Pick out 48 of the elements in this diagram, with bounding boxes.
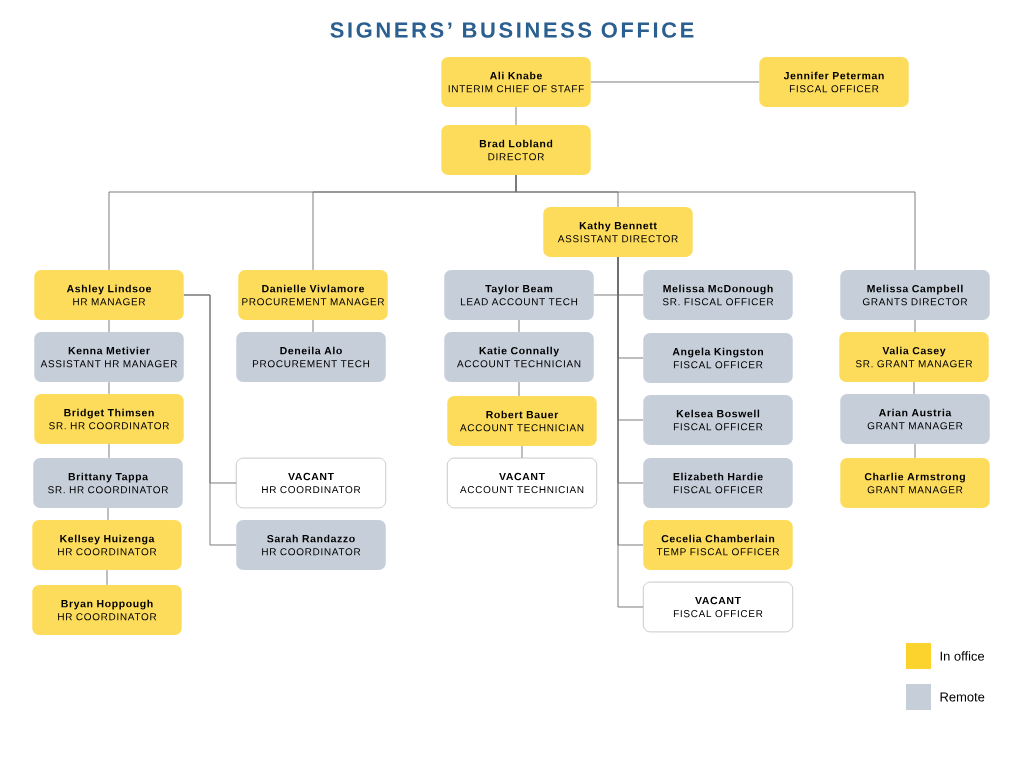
person-box: Kenna Metivier ASSISTANT HR MANAGER [34,332,184,382]
connector-line [108,319,110,333]
connector-line [518,319,520,333]
connector-line [515,106,517,126]
connector-line [521,445,523,459]
person-box: Taylor Beam LEAD ACCOUNT TECH [444,270,594,320]
person-box: Brittany Tappa SR. HR COORDINATOR [33,458,183,508]
person-box: Angela Kingston FISCAL OFFICER [643,333,793,383]
person-box: VACANT HR COORDINATOR [236,457,387,509]
legend-label: Remote [940,692,985,702]
person-box: Arian Austria GRANT MANAGER [840,394,990,444]
person-box: Kelsea Boswell FISCAL OFFICER [643,395,793,445]
person-box: Sarah Randazzo HR COORDINATOR [236,520,386,570]
connector-line [913,381,915,395]
connector-line [518,381,520,397]
connector-line [108,443,110,459]
connector-line [108,381,110,395]
person-box: Kathy Bennett ASSISTANT DIRECTOR [543,207,693,257]
person-box: VACANT FISCAL OFFICER [643,581,794,633]
connector-line [515,174,916,271]
person-box: Robert Bauer ACCOUNT TECHNICIAN [447,396,597,446]
person-box: Cecelia Chamberlain TEMP FISCAL OFFICER [643,520,793,570]
person-box: Ashley Lindsoe HR MANAGER [34,270,184,320]
person-box: Ali Knabe INTERIM CHIEF OF STAFF [441,57,591,107]
person-box: Katie Connally ACCOUNT TECHNICIAN [444,332,594,382]
connector-line [617,256,644,608]
person-box: Charlie Armstrong GRANT MANAGER [840,458,990,508]
connector-line [312,319,314,333]
person-box: Valia Casey SR. GRANT MANAGER [839,332,989,382]
connector-line [590,81,760,83]
person-box: Elizabeth Hardie FISCAL OFFICER [643,458,793,508]
connector-line [107,507,109,521]
title: SIGNERS’ BUSINESS OFFICE [330,22,694,38]
connector-line [914,319,916,333]
person-box: Brad Lobland DIRECTOR [441,125,591,175]
person-box: Melissa McDonough SR. FISCAL OFFICER [643,270,793,320]
person-box: Melissa Campbell GRANTS DIRECTOR [840,270,990,320]
person-box: Bridget Thimsen SR. HR COORDINATOR [34,394,184,444]
person-box: Jennifer Peterman FISCAL OFFICER [759,57,909,107]
connector-line [106,569,108,586]
person-box: VACANT ACCOUNT TECHNICIAN [447,457,598,509]
connector-line [183,294,237,546]
legend-label: In office [940,651,985,661]
person-box: Deneila Alo PROCUREMENT TECH [236,332,386,382]
person-box: Danielle Vivlamore PROCUREMENT MANAGER [238,270,388,320]
person-box: Kellsey Huizenga HR COORDINATOR [32,520,182,570]
connector-line [914,443,916,459]
person-box: Bryan Hoppough HR COORDINATOR [32,585,182,635]
